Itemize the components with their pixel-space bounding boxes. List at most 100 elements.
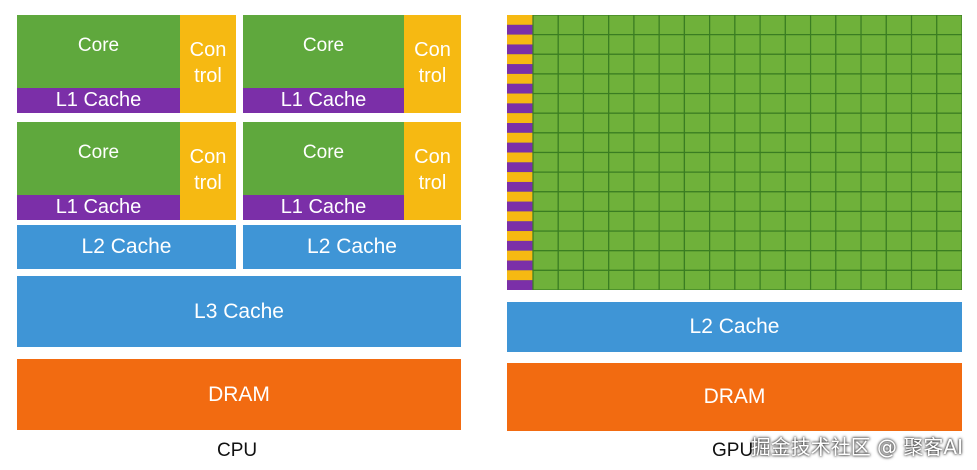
gpu-core-cell bbox=[910, 191, 938, 213]
gpu-core-cell bbox=[885, 250, 913, 271]
gpu-core-cell bbox=[683, 191, 711, 213]
gpu-core-cell bbox=[683, 34, 711, 55]
gpu-core-cell bbox=[658, 73, 686, 95]
gpu-core-cell bbox=[709, 151, 736, 173]
gpu-core-cell bbox=[809, 171, 837, 193]
gpu-core-cell bbox=[885, 230, 913, 252]
gpu-core-cell bbox=[759, 210, 786, 232]
gpu-core-cell bbox=[809, 269, 837, 290]
gpu-core-cell bbox=[658, 269, 686, 290]
gpu-core-cell bbox=[658, 53, 686, 75]
gpu-core-cell bbox=[683, 53, 711, 75]
gpu-core-cell bbox=[809, 151, 837, 173]
gpu-control-stripe bbox=[507, 34, 533, 45]
gpu-core-cell bbox=[709, 210, 736, 232]
gpu-core-cell bbox=[532, 171, 559, 193]
gpu-core-cell bbox=[658, 250, 686, 271]
gpu-core-cell bbox=[633, 15, 660, 36]
gpu-core-cell bbox=[557, 151, 585, 173]
gpu-core-cell bbox=[910, 112, 938, 134]
gpu-core-cell bbox=[784, 269, 812, 290]
gpu-core-cell bbox=[835, 53, 862, 75]
cpu-l2-cache-right: L2 Cache bbox=[243, 225, 461, 269]
gpu-core-cell bbox=[835, 151, 862, 173]
gpu-core-cell bbox=[608, 73, 635, 95]
control-unit: Con trol bbox=[404, 15, 461, 113]
gpu-core-cell bbox=[709, 250, 736, 271]
gpu-control-stripe bbox=[507, 15, 533, 25]
gpu-core-cell bbox=[582, 132, 610, 154]
gpu-core-cell bbox=[658, 230, 686, 252]
gpu-core-cell bbox=[709, 92, 736, 114]
gpu-core-cell bbox=[582, 151, 610, 173]
gpu-core-cell bbox=[582, 171, 610, 193]
gpu-core-cell bbox=[608, 210, 635, 232]
gpu-core-cell bbox=[734, 210, 761, 232]
gpu-core-cell bbox=[759, 191, 786, 213]
gpu-control-stripe bbox=[507, 250, 533, 261]
gpu-core-cell bbox=[557, 132, 585, 154]
control-unit: Con trol bbox=[404, 122, 461, 220]
gpu-core-cell bbox=[734, 191, 761, 213]
gpu-core-cell bbox=[759, 230, 786, 252]
gpu-control-stripe bbox=[507, 93, 533, 104]
gpu-core-cell bbox=[608, 112, 635, 134]
gpu-control-stripe bbox=[507, 113, 533, 124]
gpu-core-cell bbox=[608, 269, 635, 290]
l1-cache: L1 Cache bbox=[243, 195, 404, 220]
gpu-core-cell bbox=[835, 230, 862, 252]
gpu-core-cell bbox=[532, 112, 559, 134]
gpu-core-cell bbox=[734, 112, 761, 134]
gpu-core-cell bbox=[936, 250, 962, 271]
gpu-core-cell bbox=[709, 269, 736, 290]
gpu-core-cell bbox=[582, 73, 610, 95]
gpu-core-cell bbox=[860, 210, 887, 232]
gpu-core-cell bbox=[532, 250, 559, 271]
gpu-core-cell bbox=[759, 92, 786, 114]
gpu-core-cell bbox=[784, 15, 812, 36]
gpu-core-cell bbox=[734, 151, 761, 173]
gpu-core-cell bbox=[633, 53, 660, 75]
gpu-core-cell bbox=[860, 250, 887, 271]
gpu-core-cell bbox=[658, 151, 686, 173]
gpu-core-cell bbox=[557, 210, 585, 232]
cpu-caption: CPU bbox=[217, 440, 258, 461]
gpu-core-cell bbox=[734, 269, 761, 290]
gpu-core-cell bbox=[633, 269, 660, 290]
gpu-l1-stripe bbox=[507, 201, 533, 212]
gpu-core-cell bbox=[784, 151, 812, 173]
cpu-dram: DRAM bbox=[17, 359, 461, 430]
gpu-core-cell bbox=[532, 73, 559, 95]
gpu-core-cell bbox=[936, 15, 962, 36]
gpu-core-cell bbox=[608, 250, 635, 271]
gpu-core-cell bbox=[532, 53, 559, 75]
gpu-core-cell bbox=[658, 15, 686, 36]
gpu-core-cell bbox=[683, 230, 711, 252]
gpu-core-cell bbox=[835, 250, 862, 271]
gpu-l1-stripe bbox=[507, 240, 533, 251]
gpu-core-cell bbox=[885, 151, 913, 173]
gpu-core-cell bbox=[910, 151, 938, 173]
gpu-core-cell bbox=[734, 34, 761, 55]
gpu-core-cell bbox=[582, 191, 610, 213]
gpu-core-cell bbox=[658, 92, 686, 114]
gpu-core-cell bbox=[532, 191, 559, 213]
core: Core bbox=[243, 122, 404, 195]
gpu-l1-stripe bbox=[507, 24, 533, 35]
gpu-core-cell bbox=[633, 191, 660, 213]
gpu-core-cell bbox=[885, 210, 913, 232]
gpu-core-cell bbox=[936, 34, 962, 55]
gpu-core-cell bbox=[759, 34, 786, 55]
gpu-core-cell bbox=[809, 112, 837, 134]
gpu-core-cell bbox=[734, 73, 761, 95]
gpu-core-cell bbox=[557, 34, 585, 55]
gpu-core-cell bbox=[910, 92, 938, 114]
gpu-core-cell bbox=[910, 210, 938, 232]
gpu-core-cell bbox=[608, 34, 635, 55]
gpu-core-cell bbox=[608, 151, 635, 173]
gpu-core-cell bbox=[709, 112, 736, 134]
gpu-core-cell bbox=[582, 92, 610, 114]
gpu-core-cell bbox=[557, 73, 585, 95]
gpu-core-cell bbox=[633, 132, 660, 154]
gpu-core-cell bbox=[658, 112, 686, 134]
